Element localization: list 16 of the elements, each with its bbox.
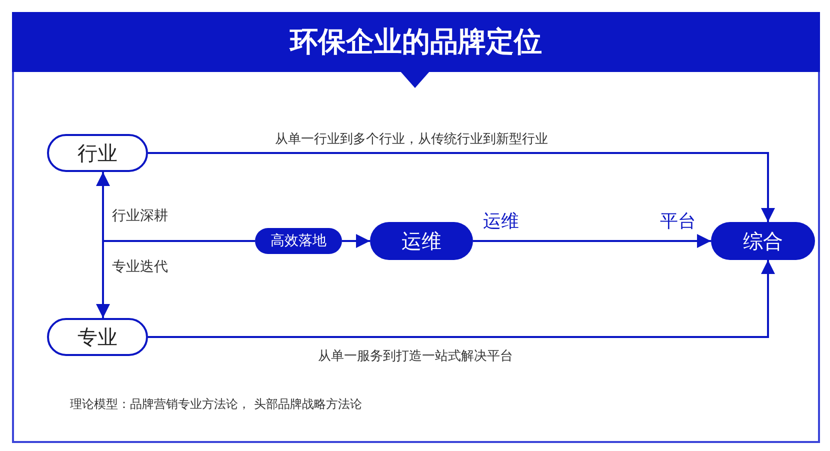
filled-pill: 综合 — [711, 222, 815, 260]
arrow — [473, 234, 711, 248]
arrow — [96, 172, 110, 318]
outline-pill: 专业 — [47, 318, 148, 356]
filled-pill: 高效落地 — [255, 228, 342, 254]
flow-label: 平台 — [660, 210, 696, 234]
flow-label: 专业迭代 — [112, 258, 168, 277]
outline-pill: 行业 — [47, 134, 148, 172]
arrow — [148, 260, 775, 338]
flow-label: 行业深耕 — [112, 207, 168, 226]
filled-pill: 运维 — [370, 222, 473, 260]
title: 环保企业的品牌定位 — [290, 24, 542, 60]
arrow — [148, 152, 775, 222]
flow-label: 运维 — [483, 210, 519, 234]
footnote-text: 理论模型：品牌营销专业方法论， 头部品牌战略方法论 — [70, 396, 362, 413]
arrow — [342, 234, 370, 248]
